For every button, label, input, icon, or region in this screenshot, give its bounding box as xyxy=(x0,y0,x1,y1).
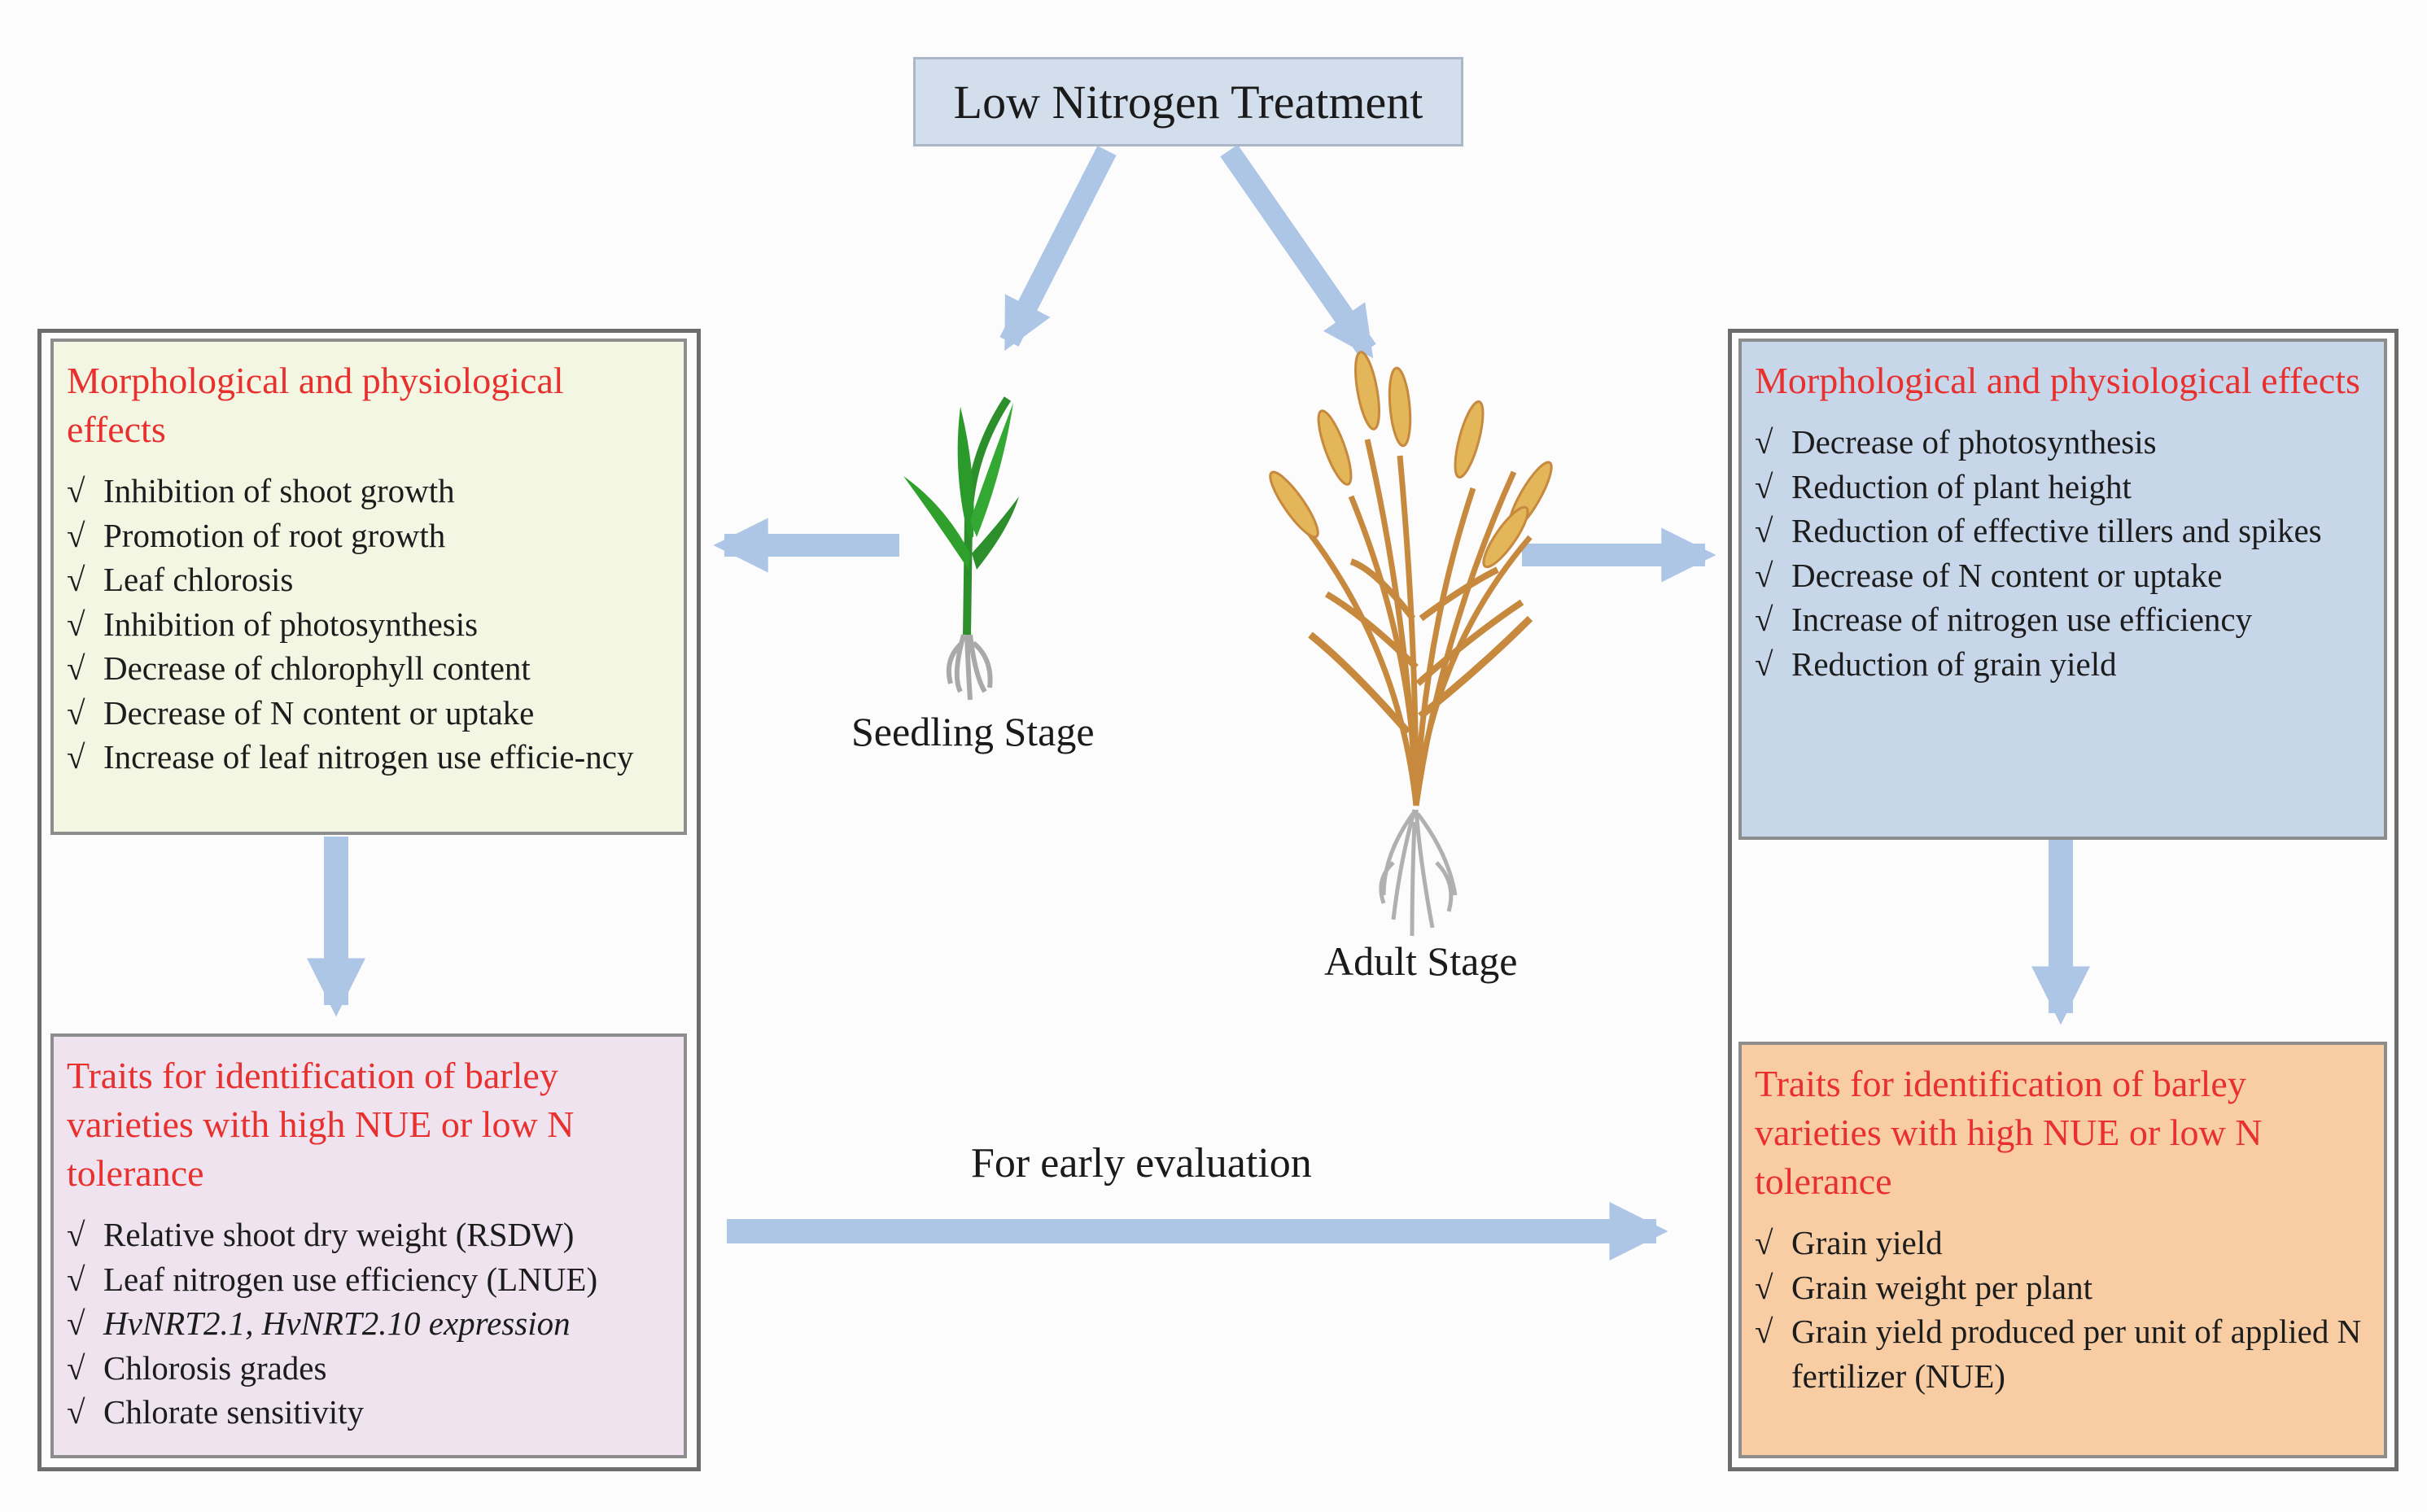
check-mark: √ xyxy=(1755,423,1773,461)
list-item: √Inhibition of photosynthesis xyxy=(67,602,669,647)
right-traits-title: Traits for identification of barley vari… xyxy=(1755,1063,2263,1202)
check-mark: √ xyxy=(1755,556,1773,594)
list-item: √Decrease of photosynthesis xyxy=(1755,420,2369,465)
check-mark: √ xyxy=(67,693,85,732)
left-traits-panel: Traits for identification of barley vari… xyxy=(50,1033,687,1458)
adult-stage-label: Adult Stage xyxy=(1324,938,1518,984)
list-item: √Grain yield xyxy=(1755,1221,2369,1265)
check-mark: √ xyxy=(1755,1268,1773,1306)
barley-spikes-icon xyxy=(1269,351,1553,569)
check-mark: √ xyxy=(67,1393,85,1431)
check-mark: √ xyxy=(1755,1313,1773,1350)
left-traits-list: √Relative shoot dry weight (RSDW) √Leaf … xyxy=(67,1213,669,1435)
left-effects-panel: Morphological and physiological effects … xyxy=(50,339,687,835)
list-item: √Inhibition of shoot growth xyxy=(67,469,669,513)
list-item: √Leaf chlorosis xyxy=(67,557,669,602)
arrow-to-seedling xyxy=(999,146,1117,352)
right-outer-frame xyxy=(1728,329,2399,1471)
list-item: √Grain yield produced per unit of applie… xyxy=(1755,1309,2369,1398)
arrow-to-adult xyxy=(1220,144,1376,359)
check-mark: √ xyxy=(67,561,85,598)
list-item: √Reduction of effective tillers and spik… xyxy=(1755,509,2369,553)
check-mark: √ xyxy=(67,516,85,554)
adult-roots-icon xyxy=(1379,809,1458,937)
right-traits-panel: Traits for identification of barley vari… xyxy=(1738,1042,2387,1458)
check-mark: √ xyxy=(67,605,85,643)
list-item: √Decrease of chlorophyll content xyxy=(67,646,669,691)
check-mark: √ xyxy=(67,472,85,509)
right-effects-panel: Morphological and physiological effects … xyxy=(1738,339,2387,840)
check-mark: √ xyxy=(67,1304,85,1342)
check-mark: √ xyxy=(1755,601,1773,638)
list-item: √Increase of nitrogen use efficiency xyxy=(1755,597,2369,642)
left-effects-list: √Inhibition of shoot growth √Promotion o… xyxy=(67,469,669,780)
adult-barley-plant-icon xyxy=(1304,439,1533,806)
list-item: √Chlorosis grades xyxy=(67,1346,669,1391)
list-item: √Decrease of N content or uptake xyxy=(1755,553,2369,598)
right-traits-list: √Grain yield √Grain weight per plant √Gr… xyxy=(1755,1221,2369,1398)
early-evaluation-label: For early evaluation xyxy=(971,1140,1312,1186)
check-mark: √ xyxy=(1755,467,1773,505)
left-traits-title: Traits for identification of barley vari… xyxy=(67,1055,575,1194)
list-item: √HvNRT2.1, HvNRT2.10 expression xyxy=(67,1301,669,1346)
right-effects-title: Morphological and physiological effects xyxy=(1755,360,2360,401)
list-item: √Grain weight per plant xyxy=(1755,1265,2369,1310)
seedling-plant-icon xyxy=(903,396,1019,701)
right-effects-list: √Decrease of photosynthesis √Reduction o… xyxy=(1755,420,2369,686)
check-mark: √ xyxy=(67,738,85,776)
check-mark: √ xyxy=(67,649,85,687)
list-item: √Relative shoot dry weight (RSDW) xyxy=(67,1213,669,1257)
list-item: √Reduction of grain yield xyxy=(1755,642,2369,687)
check-mark: √ xyxy=(1755,645,1773,683)
check-mark: √ xyxy=(67,1216,85,1253)
list-item: √Chlorate sensitivity xyxy=(67,1390,669,1435)
left-effects-title: Morphological and physiological effects xyxy=(67,360,564,450)
seedling-stage-label: Seedling Stage xyxy=(851,709,1095,754)
check-mark: √ xyxy=(1755,1224,1773,1261)
check-mark: √ xyxy=(1755,512,1773,549)
title-box: Low Nitrogen Treatment xyxy=(913,57,1463,146)
check-mark: √ xyxy=(67,1348,85,1387)
list-item: √Decrease of N content or uptake xyxy=(67,691,669,736)
left-outer-frame xyxy=(37,329,701,1471)
list-item: √Reduction of plant height xyxy=(1755,465,2369,509)
check-mark: √ xyxy=(67,1260,85,1298)
title-text: Low Nitrogen Treatment xyxy=(953,75,1423,129)
list-item: √Increase of leaf nitrogen use efficie-n… xyxy=(67,735,669,780)
list-item: √Leaf nitrogen use efficiency (LNUE) xyxy=(67,1257,669,1302)
list-item: √Promotion of root growth xyxy=(67,513,669,558)
